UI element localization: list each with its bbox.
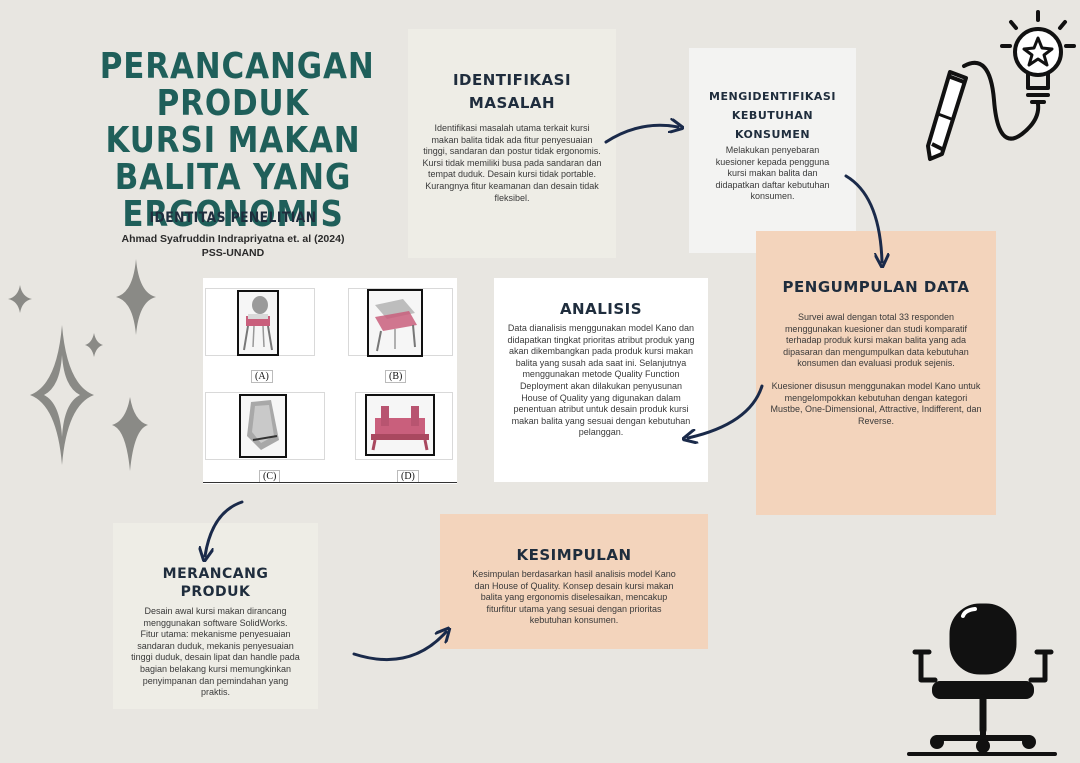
chair-a-icon [243, 296, 273, 351]
chair-c-icon [247, 400, 279, 450]
kebutuhan-title: MENGIDENTIFIKASI KEBUTUHAN KONSUMEN [709, 90, 836, 141]
pencil-lightbulb-illustration [926, 10, 1076, 161]
card-kesimpulan: KESIMPULAN Kesimpulan berdasarkan hasil … [440, 514, 708, 649]
page-title: PERANCANGAN PRODUK KURSI MAKAN BALITA YA… [99, 46, 375, 235]
research-authors: Ahmad Syafruddin Indrapriyatna et. al (2… [121, 233, 345, 245]
figure-cell-d [355, 392, 453, 460]
sparkle-icon [8, 259, 156, 471]
research-institution: PSS-UNAND [201, 247, 265, 259]
arrow-icon [352, 632, 446, 662]
chair-render-a [237, 290, 279, 356]
figure-label-b: (B) [385, 370, 407, 383]
chair-render-c [239, 394, 287, 458]
kesimpulan-text: Kesimpulan berdasarkan hasil analisis mo… [472, 569, 676, 626]
merancang-text-1: Desain awal kursi makan dirancang menggu… [143, 606, 288, 628]
card-kebutuhan-konsumen: MENGIDENTIFIKASI KEBUTUHAN KONSUMEN Mela… [689, 48, 856, 253]
figure-cell-c [205, 392, 325, 460]
kebutuhan-text: Melakukan penyebaran kuesioner kepada pe… [715, 145, 830, 202]
pengumpulan-text-1: Survei awal dengan total 33 responden me… [783, 312, 969, 369]
chair-design-figure: (A) (B) (C) (D) [203, 278, 457, 484]
merancang-title: MERANCANG PRODUK [162, 566, 269, 600]
merancang-text-2: Fitur utama: mekanisme penyesuaian sanda… [131, 629, 300, 698]
pengumpulan-text-2: Kuesioner disusun menggunakan model Kano… [770, 380, 982, 426]
research-heading: IDENTITAS PENELITIAN [149, 210, 317, 226]
arrow-icon [604, 125, 678, 144]
card-pengumpulan-data: PENGUMPULAN DATA Survei awal dengan tota… [756, 231, 996, 515]
analisis-text: Data dianalisis menggunakan model Kano d… [507, 323, 695, 438]
chair-render-d [365, 394, 435, 456]
figure-baseline [203, 482, 457, 483]
pengumpulan-title: PENGUMPULAN DATA [782, 278, 970, 296]
figure-label-a: (A) [251, 370, 273, 383]
pencil-icon [926, 70, 968, 161]
card-merancang-produk: MERANCANG PRODUK Desain awal kursi makan… [113, 523, 318, 709]
card-identifikasi-masalah: IDENTIFIKASI MASALAH Identifikasi masala… [408, 29, 616, 258]
chair-b-icon [375, 299, 417, 352]
chair-d-icon [371, 406, 429, 451]
research-identity: IDENTITAS PENELITIAN Ahmad Syafruddin In… [78, 210, 388, 260]
identifikasi-text: Identifikasi masalah utama terkait kursi… [422, 123, 602, 203]
office-chair-icon [907, 603, 1057, 756]
chair-render-b [367, 289, 423, 357]
identifikasi-title: IDENTIFIKASI MASALAH [452, 71, 572, 112]
card-analisis: ANALISIS Data dianalisis menggunakan mod… [494, 278, 708, 482]
lightbulb-icon [1000, 10, 1076, 104]
kesimpulan-title: KESIMPULAN [516, 546, 632, 564]
analisis-title: ANALISIS [559, 300, 643, 318]
